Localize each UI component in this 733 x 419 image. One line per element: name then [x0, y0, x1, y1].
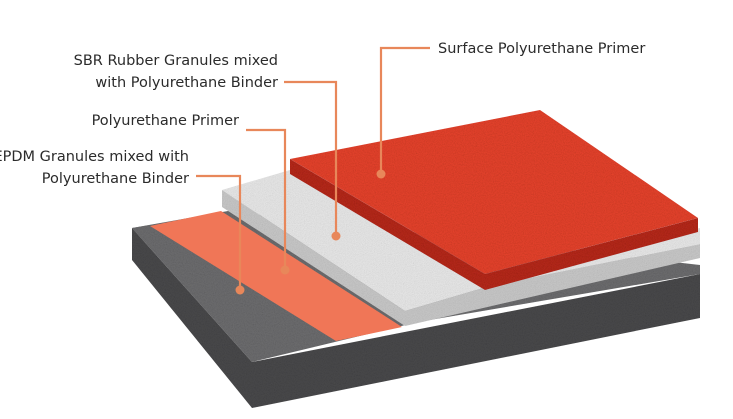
leader-pu-primer [246, 128, 287, 268]
epdm-red-layer [290, 110, 698, 290]
dot-pu-primer [280, 265, 290, 275]
leader-sbr [284, 80, 338, 234]
red-front-face [290, 159, 485, 290]
polyurethane-primer-strip [150, 211, 402, 341]
leader-dots [235, 169, 386, 295]
label-surface-primer: Surface Polyurethane Primer [438, 38, 645, 60]
label-epdm-line1: EPDM Granules mixed with [0, 149, 189, 165]
label-polyurethane-primer: Polyurethane Primer [92, 110, 239, 132]
label-pu-primer-text: Polyurethane Primer [91, 113, 239, 129]
dot-sbr [331, 231, 341, 241]
sbr-top-face [222, 170, 490, 311]
label-sbr-line1: SBR Rubber Granules mixed [73, 53, 278, 69]
label-sbr-rubber: SBR Rubber Granules mixed with Polyureth… [74, 50, 278, 94]
red-right-face [485, 218, 698, 290]
sbr-front-face [222, 190, 405, 326]
dot-epdm [235, 285, 245, 295]
leader-epdm [196, 174, 242, 288]
label-sbr-line2: with Polyurethane Binder [95, 75, 278, 91]
label-surface-primer-text: Surface Polyurethane Primer [438, 41, 646, 57]
leader-lines [196, 46, 430, 288]
sbr-right-face [405, 244, 700, 326]
label-epdm-granules: EPDM Granules mixed with Polyurethane Bi… [0, 146, 189, 190]
red-top-face [290, 110, 698, 274]
label-epdm-line2: Polyurethane Binder [41, 171, 189, 187]
leader-surface-primer [379, 46, 430, 172]
dot-surface-primer [376, 169, 386, 179]
concrete-right-face [252, 274, 700, 408]
concrete-front-face [132, 228, 252, 408]
